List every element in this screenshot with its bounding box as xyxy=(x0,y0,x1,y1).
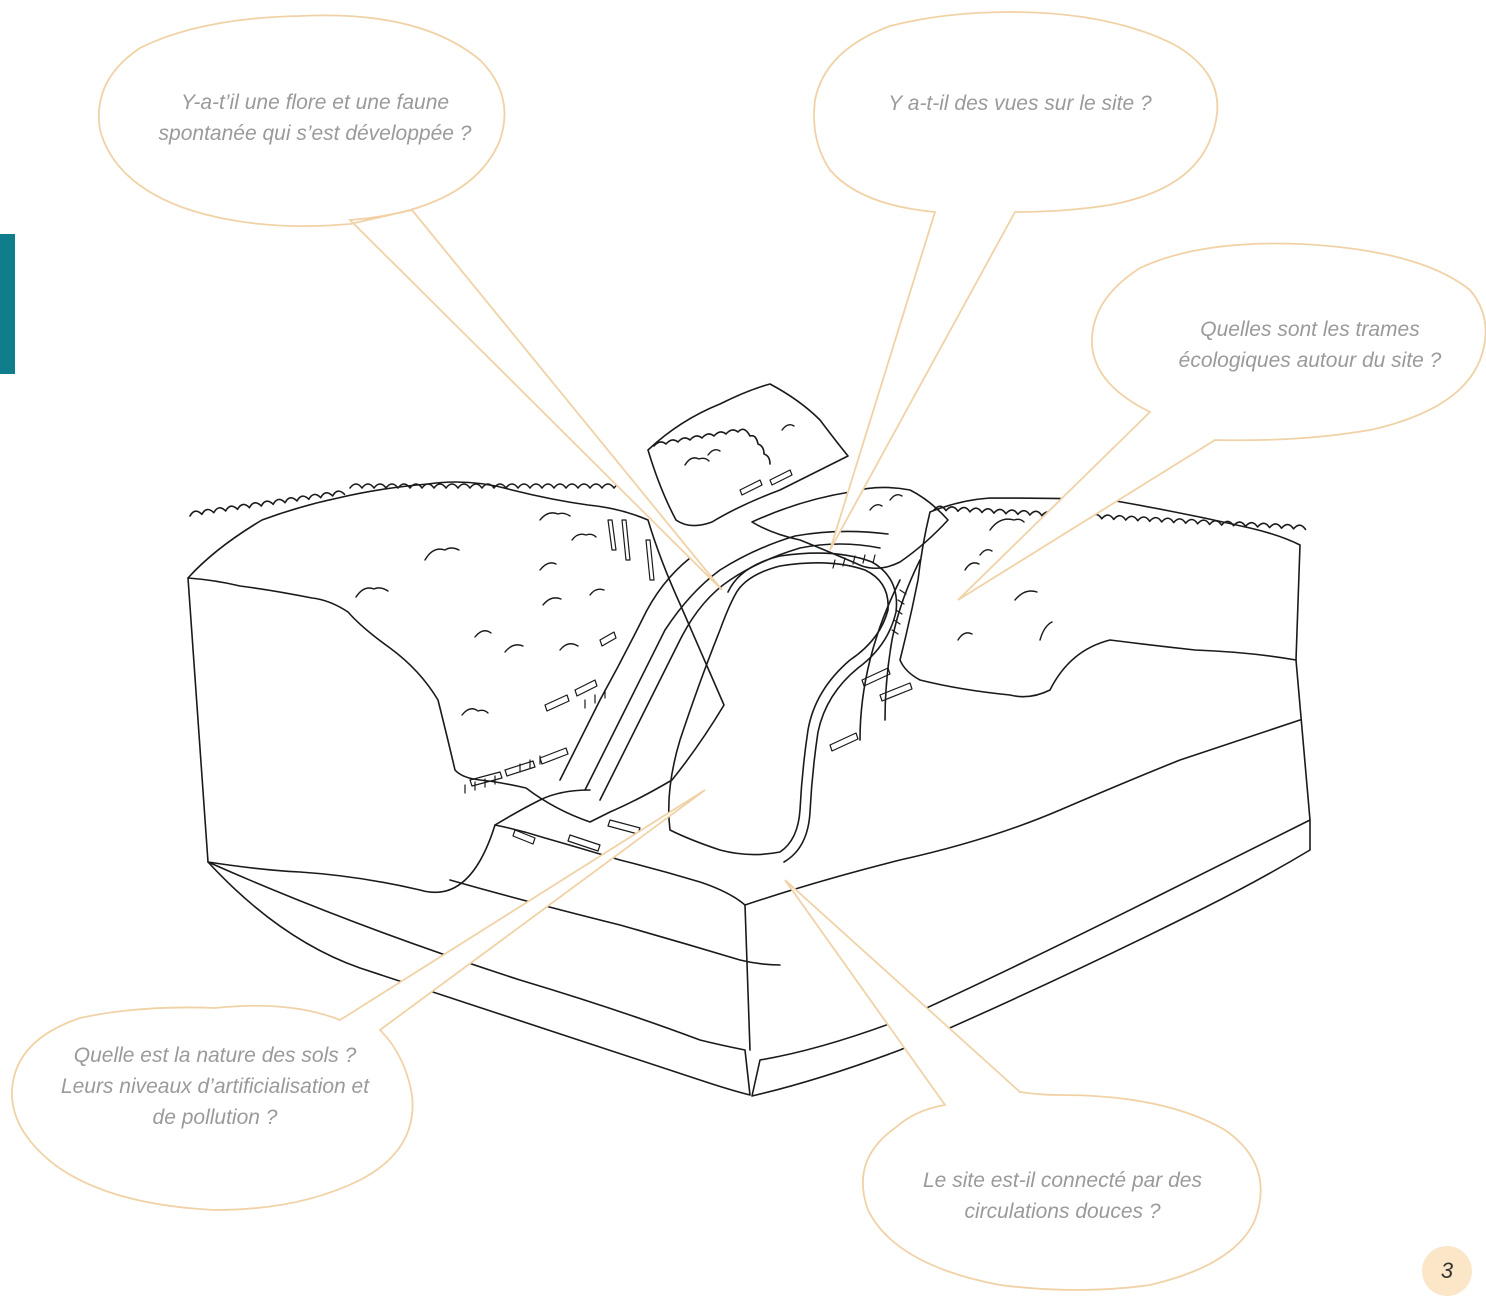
block-right-face xyxy=(751,659,1311,1097)
callout-bubble-3 xyxy=(957,242,1486,601)
callout-text-vues: Y a-t-il des vues sur le site ? xyxy=(888,92,1152,115)
page-number-badge xyxy=(1422,1246,1472,1296)
callout-text-circulations-douces: Le site est-il connecté par des circulat… xyxy=(923,1169,1202,1223)
callout-bubble-5 xyxy=(784,879,1262,1291)
callout-text-trames-ecologiques: Quelles sont les trames écologiques auto… xyxy=(1178,318,1442,372)
side-tab-marker xyxy=(0,234,15,374)
callout-bubble-4 xyxy=(11,789,706,1211)
callout-bubble-2 xyxy=(813,11,1219,551)
callout-text-sols: Quelle est la nature des sols ? Leurs ni… xyxy=(60,1044,370,1129)
page-number: 3 xyxy=(1440,1258,1454,1283)
callout-text-flore-faune: Y-a-t’il une flore et une faune spontané… xyxy=(158,91,472,145)
right-plateau xyxy=(899,497,1301,698)
left-plateau xyxy=(187,481,725,823)
central-basin xyxy=(667,562,889,856)
back-hill xyxy=(647,383,849,527)
block-front-face xyxy=(187,577,751,1096)
callout-bubble-1 xyxy=(98,14,723,591)
